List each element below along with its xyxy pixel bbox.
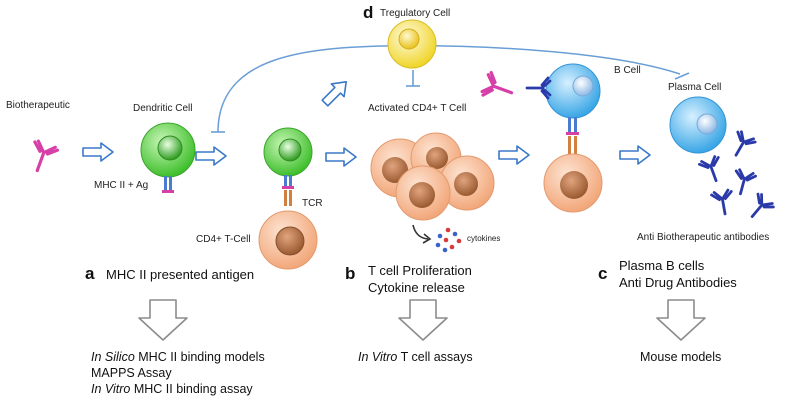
assays-a: In Silico MHC II binding models MAPPS As… — [91, 349, 265, 397]
assays-c: Mouse models — [640, 349, 721, 365]
label-activated-cd4-t-cell: Activated CD4+ T Cell — [368, 103, 467, 114]
assay-b-1: In Vitro T cell assays — [358, 350, 473, 364]
label-anti-biotherapeutic-antibodies: Anti Biotherapeutic antibodies — [637, 232, 770, 243]
section-c-text: Plasma B cells Anti Drug Antibodies — [619, 257, 737, 291]
section-c-line1: Plasma B cells — [619, 258, 705, 273]
assays-b: In Vitro T cell assays — [358, 349, 473, 365]
label-tcr: TCR — [302, 198, 323, 209]
label-biotherapeutic: Biotherapeutic — [6, 100, 70, 111]
section-c-line2: Anti Drug Antibodies — [619, 275, 737, 290]
flow-arrow-4 — [498, 145, 530, 165]
dendritic-cell — [140, 122, 196, 193]
cd4-t-cell — [258, 127, 318, 270]
letter-a: a — [85, 264, 95, 283]
cytokine-release-arrow — [412, 224, 429, 240]
assay-a-3: In Vitro MHC II binding assay — [91, 382, 253, 396]
flow-arrow-1 — [82, 142, 114, 162]
flow-arrow-3 — [325, 147, 357, 167]
label-b-cell: B Cell — [614, 65, 641, 76]
tregulatory-cell — [387, 19, 437, 69]
section-b-text: T cell Proliferation Cytokine release — [368, 262, 472, 296]
letter-c: c — [598, 264, 608, 283]
big-arrow-b — [398, 299, 448, 341]
label-dendritic-cell: Dendritic Cell — [133, 103, 193, 114]
flow-arrow-up — [317, 74, 354, 111]
label-plasma-cell: Plasma Cell — [668, 82, 722, 93]
label-cytokines: cytokines — [467, 234, 501, 243]
section-b-line1: T cell Proliferation — [368, 263, 472, 278]
letter-d: d — [363, 3, 374, 22]
flow-arrow-2 — [195, 146, 227, 166]
big-arrow-c — [656, 299, 706, 341]
treg-inhibition-arc — [217, 45, 681, 133]
section-a-text: MHC II presented antigen — [106, 267, 255, 282]
big-arrow-a — [138, 299, 188, 341]
cytokine-dots — [435, 227, 462, 253]
label-cd4-t-cell: CD4+ T-Cell — [196, 234, 251, 245]
label-mhc-ag: MHC II + Ag — [94, 180, 149, 191]
label-tregulatory-cell: Tregulatory Cell — [380, 8, 451, 19]
assay-a-2: MAPPS Assay — [91, 366, 172, 380]
flow-arrow-5 — [619, 145, 651, 165]
assay-a-1: In Silico MHC II binding models — [91, 350, 265, 364]
inhibit-bar-plasma — [674, 72, 690, 80]
biotherapeutic-antibody-icon — [24, 138, 60, 177]
assay-c-1: Mouse models — [640, 350, 722, 364]
letter-b: b — [345, 264, 356, 283]
b-cell — [543, 63, 603, 213]
bound-antibody-icon — [479, 70, 518, 106]
activated-t-cell-cluster — [370, 132, 495, 221]
section-b-line2: Cytokine release — [368, 280, 465, 295]
plasma-cell — [669, 96, 727, 154]
